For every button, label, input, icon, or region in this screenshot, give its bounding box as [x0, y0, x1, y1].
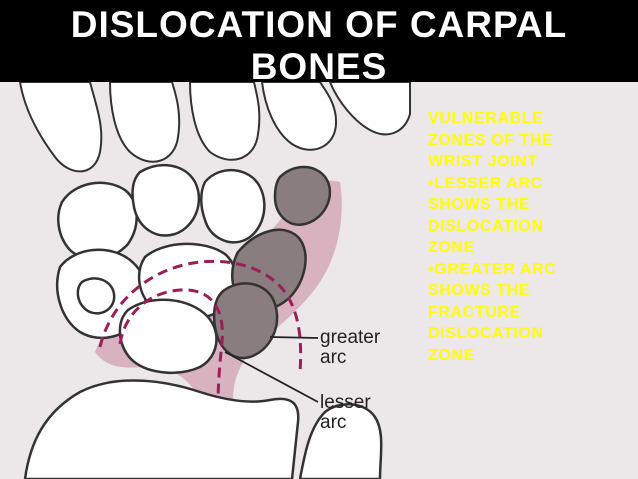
metacarpal-1: [18, 82, 103, 173]
description-line: •GREATER ARC: [428, 260, 557, 278]
greater-arc-line: [98, 259, 303, 373]
wrist-diagram: [0, 82, 638, 479]
description-line: FRACTURE: [428, 303, 521, 321]
metacarpal-bones: [18, 82, 411, 173]
carpal-central: [118, 298, 218, 374]
description-line: VULNERABLE: [428, 110, 544, 127]
radius-bone: [23, 379, 300, 479]
description-line: ZONES OF THE: [428, 131, 554, 149]
description-line: SHOWS THE: [428, 196, 531, 213]
ulna-bone: [298, 403, 383, 479]
description-line: DISLOCATION: [428, 325, 544, 342]
description-line: DISLOCATION: [428, 217, 544, 235]
metacarpal-3: [188, 82, 261, 161]
description-line: ZONE: [428, 346, 475, 364]
carpal-trapezoid: [131, 164, 201, 237]
description-line: •LESSER ARC: [428, 174, 543, 192]
slide-title: DISLOCATION OF CARPAL BONES: [0, 4, 638, 88]
carpal-bones: [55, 164, 331, 374]
lesser-arc-pointer: [224, 351, 319, 403]
description-line: WRIST JOINT: [428, 153, 538, 170]
metacarpal-5: [328, 82, 411, 136]
carpal-small-oval: [76, 277, 116, 315]
carpal-lunate-shaded: [212, 282, 279, 360]
greater-arc-pointer: [269, 336, 319, 339]
description-text: VULNERABLE ZONES OF THE WRIST JOINT •LES…: [428, 108, 628, 366]
greater-arc-label: greater arc: [320, 328, 380, 368]
text-panel-background: [412, 82, 638, 479]
description-line: SHOWS THE: [428, 282, 531, 299]
metacarpal-2: [108, 82, 181, 163]
lesser-arc-label-line-2: arc: [320, 412, 347, 433]
forearm-bones: [23, 379, 383, 479]
lesser-arc-label: lesser arc: [320, 393, 371, 433]
carpal-trapezium: [57, 181, 138, 261]
description-line: ZONE: [428, 239, 475, 256]
greater-arc-label-line-1: greater: [320, 327, 381, 348]
title-line-1: DISLOCATION OF CARPAL: [70, 4, 568, 45]
carpal-hamate: [273, 165, 331, 226]
carpal-capitate: [200, 168, 266, 244]
greater-arc-label-line-2: arc: [320, 347, 347, 368]
title-line-2: BONES: [250, 46, 388, 87]
metacarpal-4: [260, 82, 338, 151]
lesser-arc-label-line-1: lesser: [320, 392, 371, 413]
lesser-arc-line: [118, 288, 224, 408]
